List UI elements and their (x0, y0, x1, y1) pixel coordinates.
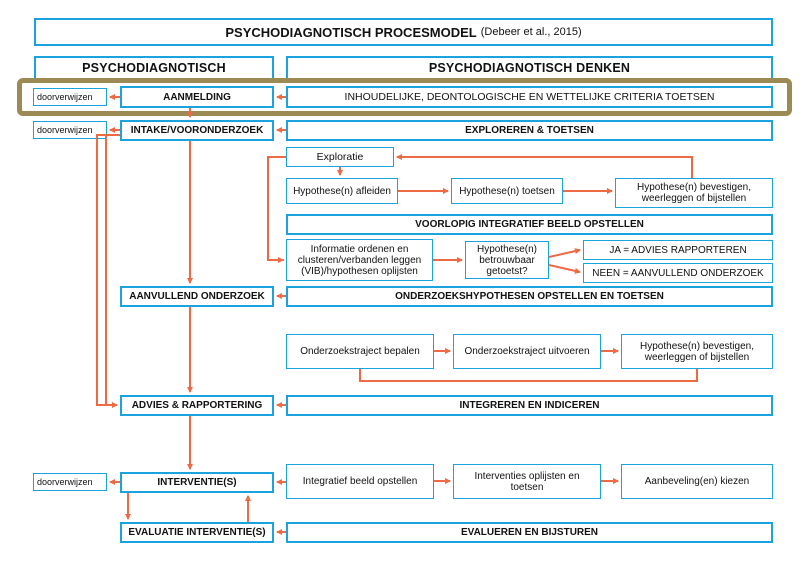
step-intake: INTAKE/VOORONDERZOEK (120, 120, 274, 141)
doorverwijzen-intake: doorverwijzen (33, 121, 107, 139)
neen-aanvullend-box: NEEN = AANVULLEND ONDERZOEK (583, 263, 773, 283)
hypothese-afleiden-box: Hypothese(n) afleiden (286, 178, 398, 204)
highlight-frame (17, 78, 792, 116)
traject-uitvoeren-box: Onderzoekstraject uitvoeren (453, 334, 601, 369)
voorlopig-beeld-bar: VOORLOPIG INTEGRATIEF BEELD OPSTELLEN (286, 214, 773, 235)
interventies-oplijsten-box: Interventies oplijsten en toetsen (453, 464, 601, 499)
exploreren-bar: EXPLOREREN & TOETSEN (286, 120, 773, 141)
integreren-bar: INTEGREREN EN INDICEREN (286, 395, 773, 416)
hypothese-toetsen-box: Hypothese(n) toetsen (451, 178, 563, 204)
hypothese-bevestigen-box: Hypothese(n) bevestigen, weerleggen of b… (615, 178, 773, 208)
step-evaluatie: EVALUATIE INTERVENTIE(S) (120, 522, 274, 543)
aanbevelingen-box: Aanbeveling(en) kiezen (621, 464, 773, 499)
informatie-ordenen-box: Informatie ordenen en clusteren/verbande… (286, 239, 433, 281)
step-advies-rapportering: ADVIES & RAPPORTERING (120, 395, 274, 416)
doorverwijzen-aanmelding: doorverwijzen (33, 88, 107, 106)
traject-bepalen-box: Onderzoekstraject bepalen (286, 334, 434, 369)
title-main: PSYCHODIAGNOTISCH PROCESMODEL (225, 24, 477, 40)
integratief-beeld-box: Integratief beeld opstellen (286, 464, 434, 499)
exploratie-box: Exploratie (286, 147, 394, 167)
ja-advies-box: JA = ADVIES RAPPORTEREN (583, 240, 773, 260)
hypothese-bevestigen2-box: Hypothese(n) bevestigen, weerleggen of b… (621, 334, 773, 369)
betrouwbaar-getoetst-box: Hypothese(n) betrouwbaar getoetst? (465, 241, 549, 279)
step-aanvullend-onderzoek: AANVULLEND ONDERZOEK (120, 286, 274, 307)
evalueren-bar: EVALUEREN EN BIJSTUREN (286, 522, 773, 543)
diagram-title: PSYCHODIAGNOTISCH PROCESMODEL (Debeer et… (34, 18, 773, 46)
step-aanmelding: AANMELDING (120, 86, 274, 108)
doorverwijzen-interventies: doorverwijzen (33, 473, 107, 491)
step-interventies: INTERVENTIE(S) (120, 472, 274, 493)
onderzoekshypothesen-bar: ONDERZOEKSHYPOTHESEN OPSTELLEN EN TOETSE… (286, 286, 773, 307)
title-citation: (Debeer et al., 2015) (480, 25, 582, 38)
criteria-bar: INHOUDELIJKE, DEONTOLOGISCHE EN WETTELIJ… (286, 86, 773, 108)
